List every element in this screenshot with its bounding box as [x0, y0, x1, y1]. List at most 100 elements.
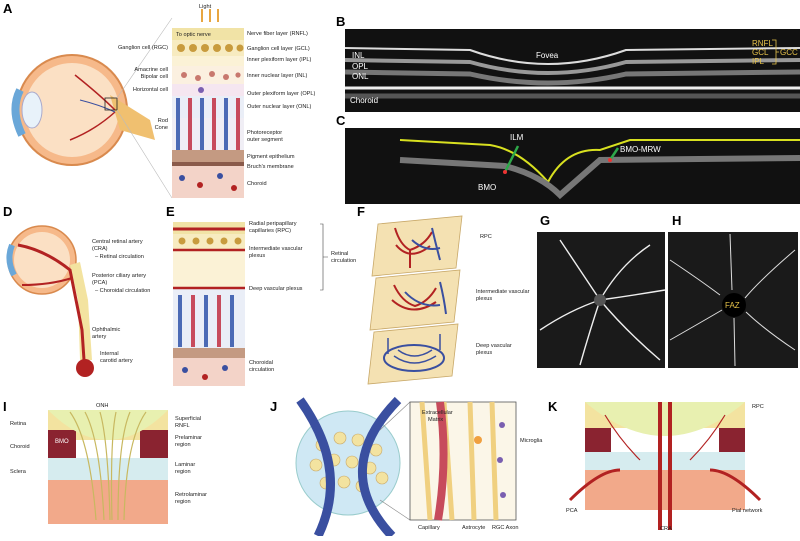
- superficial-label-2: RNFL: [175, 423, 190, 429]
- laminar-label-2: region: [175, 469, 191, 475]
- opl-label: OPL: [352, 62, 369, 71]
- intermediate-plexus-label: Intermediate vascular: [249, 246, 303, 252]
- layer-inl: Inner nuclear layer (INL): [247, 73, 307, 79]
- layer-outer-segment: outer segment: [247, 137, 283, 143]
- rpc-f-label: RPC: [480, 234, 492, 240]
- label-cone: Cone: [155, 125, 168, 131]
- intermediate-f-label: Intermediate vascular: [476, 289, 530, 295]
- onh-label: ONH: [96, 403, 108, 409]
- layer-choroid: Choroid: [247, 181, 267, 187]
- panel-d: D Central retinal artery (CRA) – Retinal…: [3, 204, 150, 377]
- retina-vasculature-diagram: [173, 222, 245, 386]
- deep-f-label: Deep vascular: [476, 343, 512, 349]
- laminar-label: Laminar: [175, 462, 195, 468]
- panel-f-letter: F: [357, 204, 365, 219]
- inl-label: INL: [352, 51, 365, 60]
- ipl-label: IPL: [752, 57, 765, 66]
- onh-blood-supply-illustration: [568, 402, 762, 530]
- panel-k-letter: K: [548, 399, 558, 414]
- deep-plexus-label: Deep vascular plexus: [249, 286, 303, 292]
- choroidal-circulation-e: Choroidal: [249, 360, 273, 366]
- label-ganglion-cell: Ganglion cell (RGC): [118, 45, 168, 51]
- bmo-mrw-green-left: [503, 145, 520, 173]
- pca-abbr-label: (PCA): [92, 280, 107, 286]
- ecm-label-2: Matrix: [428, 417, 443, 423]
- faz-zone: [722, 293, 746, 317]
- panel-i: I ONH Retina Choroid Sclera BMO Superfic…: [3, 399, 207, 524]
- zoom-box: [104, 97, 118, 111]
- panel-e: E Radial peripapillary capillaries (RPC)…: [166, 204, 356, 386]
- pca-label: Posterior ciliary artery: [92, 273, 146, 279]
- rpc-label: Radial peripapillary: [249, 221, 297, 227]
- retinal-circulation-e: Retinal: [331, 251, 348, 257]
- panel-a-letter: A: [3, 1, 13, 16]
- fovea-label: Fovea: [536, 51, 559, 60]
- choroidal-circulation-label: – Choroidal circulation: [95, 288, 150, 294]
- ophthalmic-artery-label: artery: [92, 334, 107, 340]
- prelaminar-label-2: region: [175, 442, 191, 448]
- panel-a: A: [3, 1, 316, 199]
- panel-c-letter: C: [336, 113, 346, 128]
- panel-b-letter: B: [336, 14, 345, 29]
- plexus-planes: [367, 215, 463, 385]
- panel-a-left-labels: Ganglion cell (RGC) Amacrine cell Bipola…: [118, 45, 168, 131]
- label-amacrine-cell: Amacrine cell: [134, 67, 168, 73]
- panel-j: J Extracellular Matrix Microglia Capilla…: [270, 396, 543, 540]
- retina-layers-diagram: [172, 9, 244, 198]
- choroidal-circulation-e-2: circulation: [249, 367, 274, 373]
- prelaminar-label: Prelaminar: [175, 435, 202, 441]
- panel-h: H FAZ: [668, 213, 798, 368]
- eye-illustration: [11, 54, 155, 166]
- bmo-mrw-green-right: [608, 147, 620, 161]
- panel-b: B Fovea INL OPL ONL Choroid RNFL GCL IPL…: [336, 14, 800, 112]
- onl-label: ONL: [352, 72, 369, 81]
- eye-vasculature-illustration: [6, 225, 94, 377]
- bmo-mrw-label: BMO-MRW: [620, 145, 661, 154]
- label-rod: Rod: [158, 118, 168, 124]
- panel-f: F RPC Intermediate vascular plexus Deep …: [357, 204, 530, 385]
- panel-e-letter: E: [166, 204, 175, 219]
- layer-rnfl: Nerve fiber layer (RNFL): [247, 31, 308, 37]
- retinal-circulation-label: – Retinal circulation: [95, 254, 144, 260]
- pca-k-label: PCA: [566, 508, 578, 514]
- superficial-label: Superficial: [175, 416, 201, 422]
- panel-j-letter: J: [270, 399, 277, 414]
- layer-onl: Outer nuclear layer (ONL): [247, 104, 311, 110]
- light-arrows: [201, 9, 219, 22]
- ecm-label: Extracellular: [422, 410, 453, 416]
- panel-h-letter: H: [672, 213, 681, 228]
- panel-k: K RPC PCA CRA Pial network: [548, 399, 764, 532]
- panel-g-letter: G: [540, 213, 550, 228]
- to-optic-nerve-label: To optic nerve: [176, 32, 211, 38]
- intermediate-plexus-label-2: plexus: [249, 253, 265, 259]
- light-label: Light: [199, 4, 212, 10]
- deep-f-label-2: plexus: [476, 350, 492, 356]
- retina-label: Retina: [10, 421, 27, 427]
- layer-gcl: Ganglion cell layer (GCL): [247, 46, 310, 52]
- photoreceptors: [176, 98, 240, 150]
- faz-label: FAZ: [725, 301, 740, 310]
- cellular-detail-box: [409, 401, 517, 521]
- layer-photoreceptor: Photoreceptor: [247, 130, 282, 136]
- layer-ipl: Inner plexiform layer (IPL): [247, 57, 311, 63]
- retrolaminar-label-2: region: [175, 499, 191, 505]
- retrolaminar-label: Retrolaminar: [175, 492, 207, 498]
- ilm-label: ILM: [510, 133, 524, 142]
- intermediate-f-label-2: plexus: [476, 296, 492, 302]
- carotid-artery-label: carotid artery: [100, 358, 133, 364]
- rnfl-label: RNFL: [752, 39, 773, 48]
- cra-label: Central retinal artery: [92, 239, 143, 245]
- nerve-bundle-illustration: [295, 396, 402, 540]
- panel-d-letter: D: [3, 204, 12, 219]
- astrocyte-label: Astrocyte: [462, 525, 485, 531]
- label-horizontal-cell: Horizontal cell: [133, 87, 168, 93]
- layer-pigment-epithelium: Pigment epithelium: [247, 154, 295, 160]
- retinal-circulation-e-2: circulation: [331, 258, 356, 264]
- layer-opl: Outer plexiform layer (OPL): [247, 91, 316, 97]
- ophthalmic-label: Ophthalmic: [92, 327, 120, 333]
- panel-g: G: [537, 213, 666, 368]
- layer-bruchs-membrane: Bruch's membrane: [247, 164, 294, 170]
- gcl-label: GCL: [752, 48, 769, 57]
